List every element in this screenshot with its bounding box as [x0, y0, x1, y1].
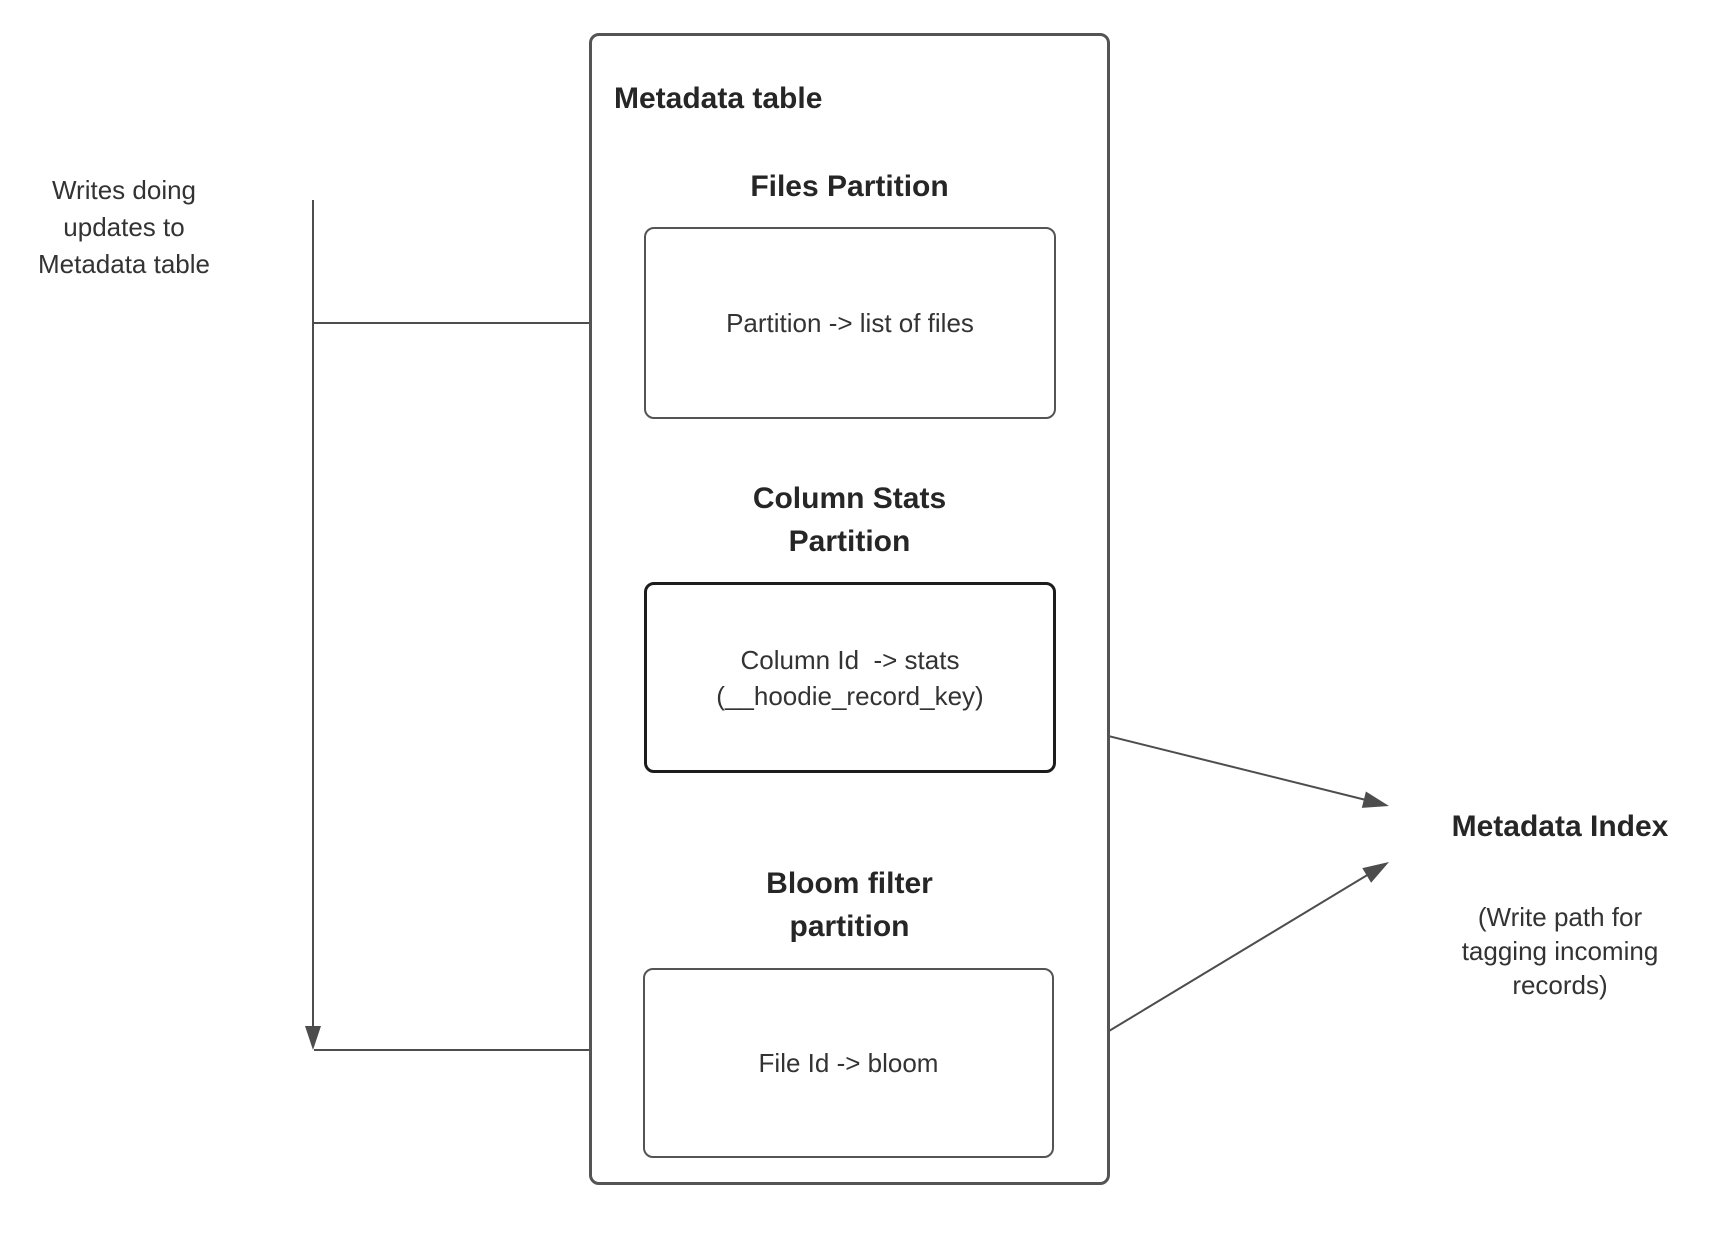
metadata-index-subtitle: (Write path for tagging incoming records…: [1410, 900, 1710, 1002]
bloom-filter-partition-heading: Bloom filter partition: [589, 862, 1110, 948]
metadata-index-title: Metadata Index: [1451, 810, 1669, 843]
column-stats-heading-line: Column Stats: [752, 482, 947, 515]
arrowhead-right-icon: [1361, 791, 1389, 808]
column-stats-partition-box: Column Id -> stats (__hoodie_record_key): [644, 582, 1056, 773]
column-stats-box-text-line: Column Id -> stats: [740, 644, 960, 675]
files-partition-box-text: Partition -> list of files: [726, 308, 974, 338]
arrowhead-up-right-icon: [1362, 862, 1389, 883]
writes-updates-label-line: updates to: [63, 212, 185, 242]
column-stats-box-text-line: (__hoodie_record_key): [716, 680, 984, 711]
writes-updates-label-line: Metadata table: [37, 249, 210, 279]
files-partition-heading: Files Partition: [750, 170, 949, 203]
metadata-table-title: Metadata table: [614, 82, 823, 115]
bloom-filter-partition-box: File Id -> bloom: [643, 968, 1054, 1158]
column-stats-heading-line: Partition: [788, 525, 911, 558]
files-partition-box: Partition -> list of files: [644, 227, 1056, 419]
metadata-index-subtitle-line: tagging incoming: [1461, 936, 1659, 966]
arrowhead-down-icon: [305, 1026, 321, 1050]
bloom-filter-heading-line: partition: [789, 910, 910, 943]
writes-updates-label: Writes doing updates to Metadata table: [8, 172, 240, 283]
bloom-filter-box-text: File Id -> bloom: [758, 1048, 939, 1078]
bloom-filter-heading-line: Bloom filter: [766, 867, 933, 900]
metadata-index-subtitle-line: (Write path for: [1477, 902, 1643, 932]
column-stats-partition-heading: Column Stats Partition: [589, 477, 1110, 563]
writes-updates-label-line: Writes doing: [51, 175, 197, 205]
metadata-index-subtitle-line: records): [1512, 970, 1608, 1000]
